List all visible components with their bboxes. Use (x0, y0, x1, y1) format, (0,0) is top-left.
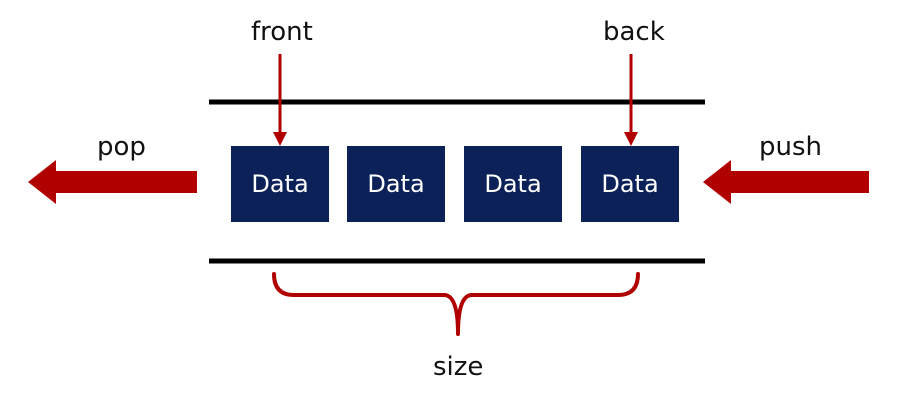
size-brace (272, 272, 640, 336)
front-label: front (251, 17, 313, 47)
back-pointer-arrow (624, 54, 638, 146)
queue-item-2: Data (347, 146, 445, 222)
front-pointer-arrow (273, 54, 287, 146)
push-arrow (703, 160, 869, 204)
queue-item-1: Data (231, 146, 329, 222)
pop-label: pop (97, 132, 146, 162)
push-label: push (759, 132, 823, 162)
pop-arrow (28, 160, 197, 204)
queue-item-3: Data (464, 146, 562, 222)
back-label: back (603, 17, 665, 47)
queue-item-4: Data (581, 146, 679, 222)
size-label: size (433, 352, 484, 382)
